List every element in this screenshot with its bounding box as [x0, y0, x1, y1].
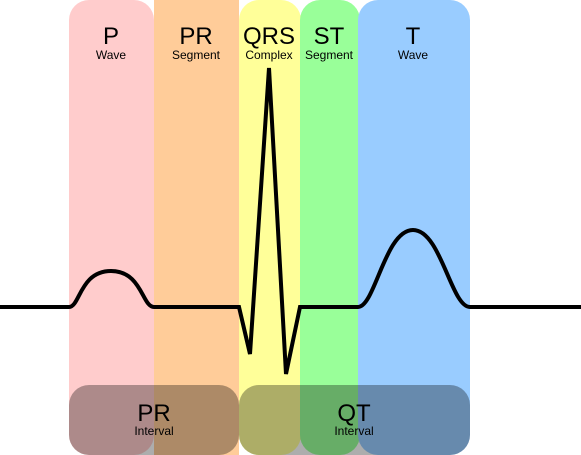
p-wave-band	[69, 0, 154, 455]
t-wave-subtitle: Wave	[398, 48, 429, 62]
st-segment-title: ST	[314, 23, 345, 50]
st-segment-subtitle: Segment	[305, 48, 354, 62]
qrs-complex-subtitle: Complex	[245, 48, 292, 62]
pr-interval-bar	[69, 385, 239, 455]
pr-segment-title: PR	[179, 23, 212, 50]
p-wave-title: P	[103, 23, 119, 50]
qt-interval-bar	[239, 385, 470, 455]
p-wave-subtitle: Wave	[96, 48, 127, 62]
qt-interval-subtitle: Interval	[334, 424, 373, 438]
qrs-complex-title: QRS	[243, 23, 295, 50]
st-segment-band	[300, 0, 360, 455]
qt-interval-title: QT	[337, 400, 371, 427]
pr-interval-title: PR	[137, 400, 170, 427]
ecg-trace	[0, 67, 581, 375]
pr-interval-subtitle: Interval	[134, 424, 173, 438]
pr-segment-band	[154, 0, 239, 455]
pr-segment-subtitle: Segment	[172, 48, 221, 62]
t-wave-band	[358, 0, 470, 455]
t-wave-title: T	[406, 23, 421, 50]
